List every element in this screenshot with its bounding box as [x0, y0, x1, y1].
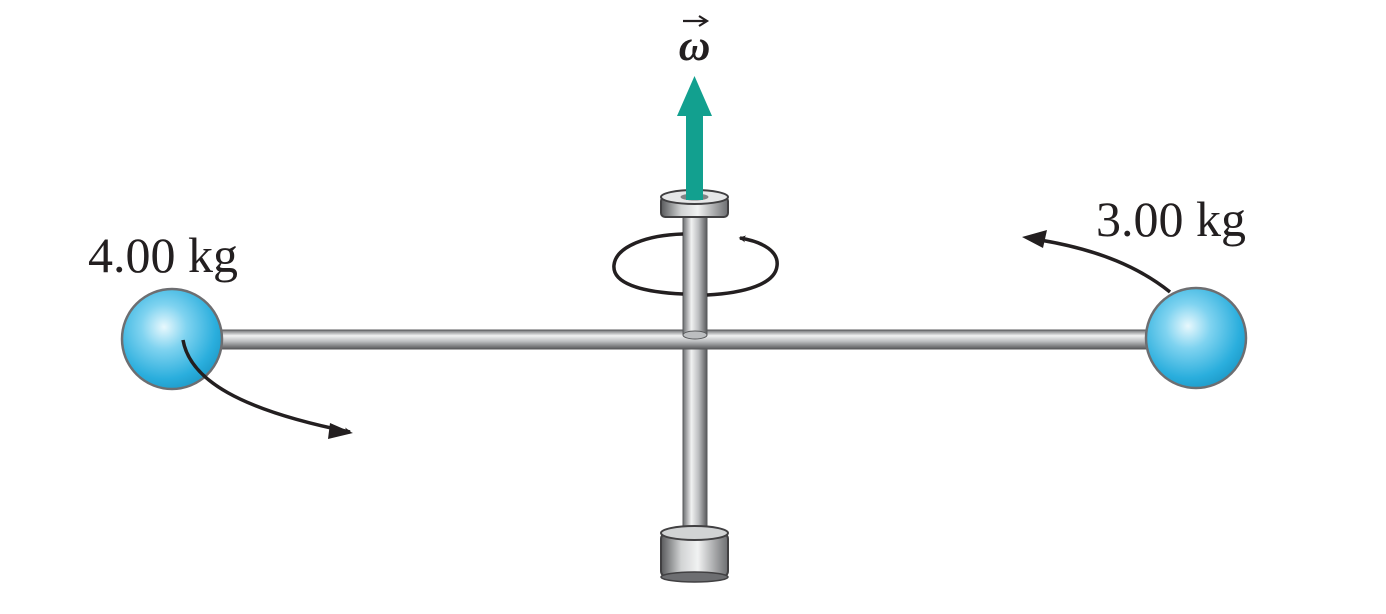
right-motion-arrow-icon: [1022, 230, 1172, 294]
omega-label: ω: [679, 21, 711, 70]
axle-upper: [682, 209, 708, 340]
vector-arrow-icon: [683, 15, 710, 27]
angular-velocity-arrow-icon: [677, 76, 712, 200]
right-mass-label: 3.00 kg: [1096, 191, 1246, 247]
bottom-bearing: [660, 525, 729, 583]
left-mass-sphere: [120, 287, 224, 391]
rotation-direction-icon: [612, 232, 779, 297]
left-motion-arrow-icon: [181, 339, 353, 439]
right-mass-sphere: [1144, 286, 1248, 390]
left-mass-label: 4.00 kg: [88, 227, 238, 283]
axle-lower: [682, 339, 708, 541]
omega-label-group: ω: [679, 15, 711, 70]
